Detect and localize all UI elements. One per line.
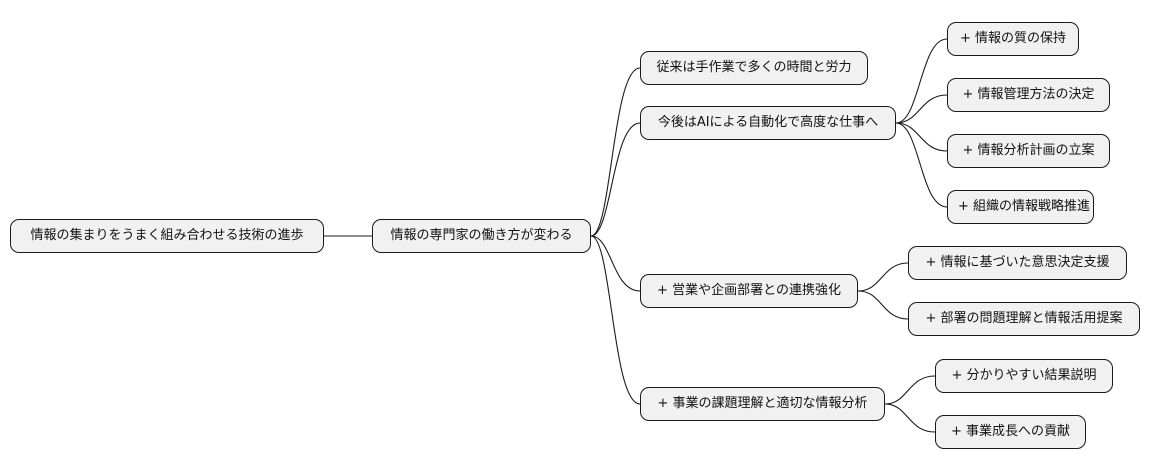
edge-branch-3-to-leaf-1 — [884, 403, 936, 433]
branch-node-collaboration: + 営業や企画部署との連携強化 — [640, 274, 858, 308]
root-node: 情報の集まりをうまく組み合わせる技術の進歩 — [10, 219, 324, 253]
leaf-node-business-growth: + 事業成長への貢献 — [935, 415, 1086, 449]
edge-branch-3-to-leaf-0 — [884, 375, 936, 405]
edge-main-to-branch-2 — [590, 235, 641, 292]
leaf-node-decision-support: + 情報に基づいた意思決定支援 — [908, 246, 1127, 280]
leaf-node-dept-proposal: + 部署の問題理解と情報活用提案 — [908, 302, 1140, 336]
edge-main-to-branch-1 — [590, 122, 641, 237]
edge-branch-2-to-leaf-1 — [857, 290, 909, 320]
branch-node-business-analysis: + 事業の課題理解と適切な情報分析 — [640, 387, 885, 421]
edge-branch-1-to-leaf-2 — [895, 122, 948, 152]
leaf-node-clear-explanation: + 分かりやすい結果説明 — [935, 359, 1113, 393]
edge-main-to-branch-3 — [590, 235, 641, 405]
edge-branch-1-to-leaf-1 — [895, 94, 948, 124]
edge-branch-1-to-leaf-3 — [895, 122, 948, 208]
leaf-node-analysis-plan: + 情報分析計画の立案 — [947, 134, 1110, 168]
branch-node-ai-automation: 今後はAIによる自動化で高度な仕事へ — [640, 106, 896, 140]
leaf-node-management-method: + 情報管理方法の決定 — [947, 78, 1110, 112]
edge-branch-2-to-leaf-0 — [857, 262, 909, 292]
main-topic-node: 情報の専門家の働き方が変わる — [372, 219, 591, 253]
leaf-node-info-quality: + 情報の質の保持 — [947, 22, 1079, 56]
branch-node-manual-work: 従来は手作業で多くの時間と労力 — [640, 51, 868, 85]
edge-main-to-branch-0 — [590, 67, 641, 237]
edge-branch-1-to-leaf-0 — [895, 38, 948, 124]
leaf-node-info-strategy: + 組織の情報戦略推進 — [947, 190, 1094, 224]
